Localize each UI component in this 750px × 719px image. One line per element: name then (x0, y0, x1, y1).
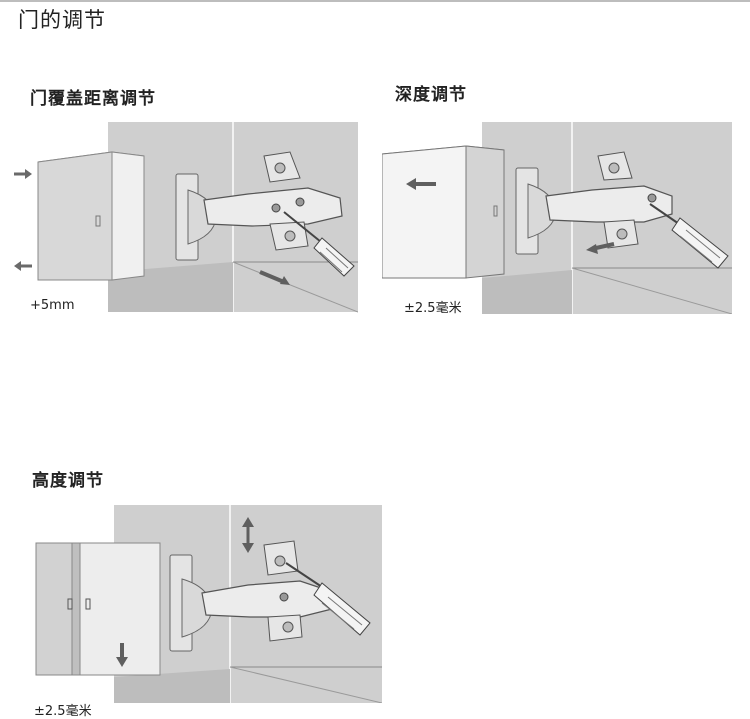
arrow-icon (242, 517, 254, 553)
height-range-caption: ±2.5毫米 (34, 704, 92, 719)
overlay-adjustment-illustration (14, 122, 358, 313)
height-adjustment-illustration (35, 505, 382, 703)
section-title-height: 高度调节 (32, 471, 104, 491)
depth-range-caption: ±2.5毫米 (404, 301, 462, 316)
arrow-icon (116, 643, 128, 667)
overlay-range-caption: +5mm (30, 298, 75, 313)
arrow-icon (406, 178, 436, 190)
top-divider (0, 0, 750, 2)
arrow-icon (14, 261, 32, 271)
screwdriver-icon (283, 211, 355, 277)
section-title-overlay: 门覆盖距离调节 (30, 89, 156, 109)
section-title-depth: 深度调节 (395, 85, 467, 105)
arrow-icon (259, 270, 290, 285)
screwdriver-icon (285, 562, 371, 636)
depth-adjustment-illustration (382, 122, 732, 314)
page-title: 门的调节 (18, 8, 106, 32)
door-panel (37, 151, 145, 281)
screwdriver-icon (649, 203, 729, 269)
arrow-icon (14, 169, 32, 179)
door-panel (382, 145, 505, 279)
hinge-illustration (175, 151, 343, 261)
door-panel (67, 542, 161, 676)
hinge-illustration (515, 151, 673, 255)
arrow-icon (586, 242, 615, 254)
